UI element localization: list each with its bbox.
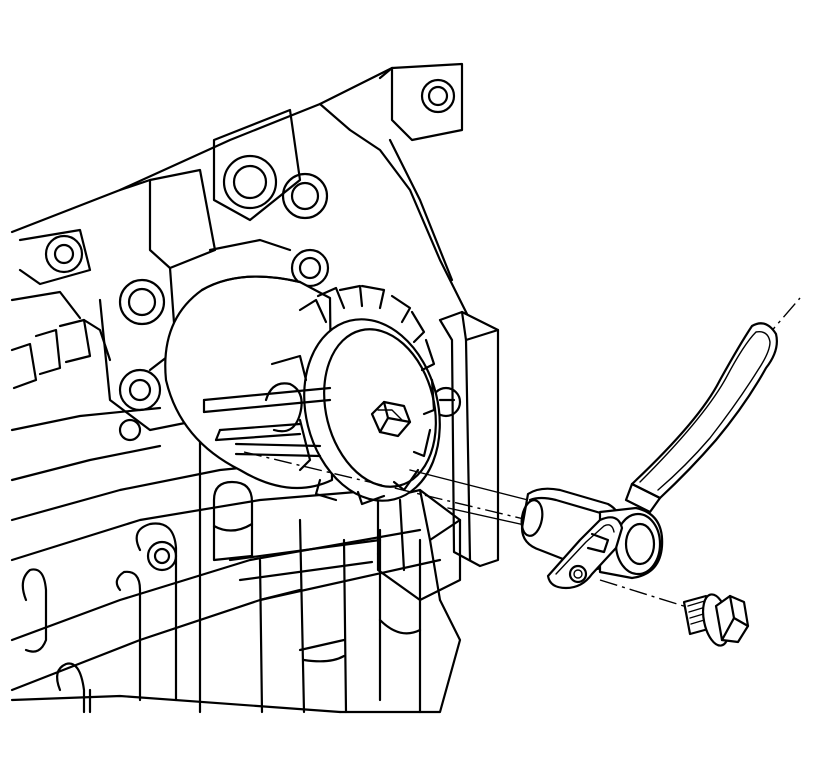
sensor-bracket — [546, 516, 624, 590]
engine-block — [10, 62, 500, 714]
mounting-bolt — [682, 593, 750, 647]
oil-filter — [164, 275, 441, 506]
oil-level-sensor — [520, 322, 778, 580]
